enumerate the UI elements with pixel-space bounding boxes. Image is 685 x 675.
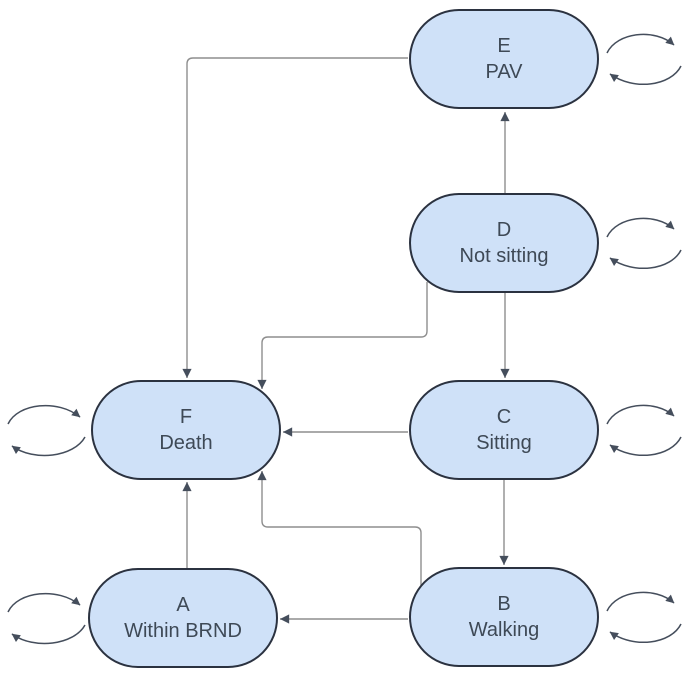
- edge-D-to-F: [257, 282, 428, 389]
- state-node-A: A Within BRND: [88, 568, 278, 668]
- node-label: Sitting: [476, 432, 532, 454]
- state-node-F: F Death: [91, 380, 281, 480]
- self-loop-E-icon: [606, 33, 682, 86]
- self-loop-D-icon: [606, 217, 682, 270]
- node-label: Death: [159, 432, 213, 454]
- self-loop-F-icon: [7, 404, 86, 457]
- state-node-B: B Walking: [409, 567, 599, 667]
- self-loop-C-icon: [606, 404, 682, 457]
- state-node-C: C Sitting: [409, 380, 599, 480]
- node-letter: D: [496, 219, 512, 241]
- node-letter: E: [497, 35, 511, 57]
- node-letter: A: [176, 594, 190, 616]
- node-label: Walking: [468, 619, 540, 641]
- self-loop-B-icon: [606, 591, 682, 644]
- node-letter: C: [496, 406, 512, 428]
- node-label: PAV: [485, 61, 523, 83]
- state-node-E: E PAV: [409, 9, 599, 109]
- node-label: Within BRND: [124, 620, 242, 642]
- edge-B-to-F: [257, 471, 422, 585]
- edge-E-to-F: [182, 57, 408, 378]
- node-letter: F: [179, 406, 193, 428]
- state-node-D: D Not sitting: [409, 193, 599, 293]
- node-letter: B: [497, 593, 511, 615]
- self-loop-A-icon: [7, 592, 86, 645]
- node-label: Not sitting: [459, 245, 549, 267]
